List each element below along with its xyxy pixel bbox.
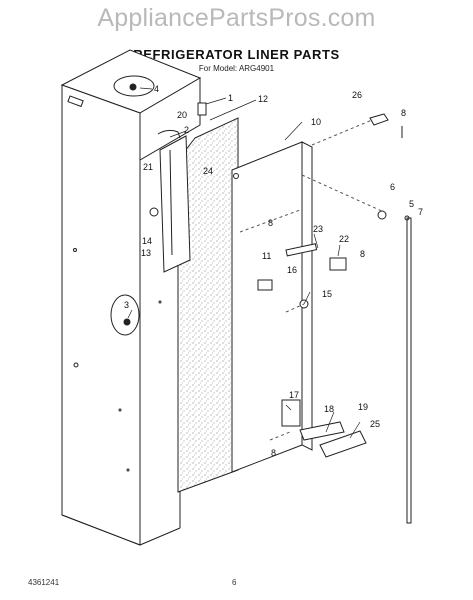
callout-2: 2 — [184, 125, 189, 135]
callout-1: 1 — [228, 93, 233, 103]
callout-15: 15 — [322, 289, 332, 299]
diagram-title: REFRIGERATOR LINER PARTS — [133, 47, 340, 62]
top-opening — [113, 75, 155, 97]
clip-part — [157, 129, 181, 139]
callout-25: 25 — [370, 419, 380, 429]
callout-19: 19 — [358, 402, 368, 412]
callout-16: 16 — [287, 265, 297, 275]
callout-13: 13 — [141, 248, 151, 258]
leader-lines — [127, 87, 361, 439]
callout-7: 7 — [418, 207, 423, 217]
liner-panel — [231, 141, 313, 473]
callout-numbers: 1 2 3 4 5 6 7 8 8 8 8 10 11 12 13 14 15 … — [124, 84, 423, 458]
hinge-part — [369, 113, 403, 138]
callout-3: 3 — [124, 300, 129, 310]
diagram-subtitle: For Model: ARG4901 — [198, 64, 275, 73]
callout-18: 18 — [324, 404, 334, 414]
callout-8b: 8 — [268, 218, 273, 228]
projection-lines — [239, 119, 385, 441]
callout-8d: 8 — [271, 448, 276, 458]
page-number: 6 — [232, 578, 237, 587]
callout-5: 5 — [409, 199, 414, 209]
callout-4: 4 — [154, 84, 159, 94]
callout-20: 20 — [177, 110, 187, 120]
callout-17: 17 — [289, 390, 299, 400]
small-box-part — [197, 102, 207, 116]
callout-8c: 8 — [360, 249, 365, 259]
callout-14: 14 — [142, 236, 152, 246]
callout-24: 24 — [203, 166, 213, 176]
side-opening — [110, 294, 140, 336]
callout-23: 23 — [313, 224, 323, 234]
callout-8a: 8 — [401, 108, 406, 118]
trim-strip — [377, 210, 412, 524]
callout-26: 26 — [352, 90, 362, 100]
callout-10: 10 — [311, 117, 321, 127]
cabinet-shell — [60, 49, 202, 546]
document-number: 4361241 — [28, 578, 60, 587]
callout-6: 6 — [390, 182, 395, 192]
callout-21: 21 — [143, 162, 153, 172]
watermark: AppliancePartsPros.com — [97, 4, 376, 32]
wiring-bracket — [149, 135, 191, 273]
callout-11: 11 — [262, 251, 271, 261]
callout-22: 22 — [339, 234, 349, 244]
panel-hardware — [233, 173, 367, 458]
callout-12: 12 — [258, 94, 268, 104]
